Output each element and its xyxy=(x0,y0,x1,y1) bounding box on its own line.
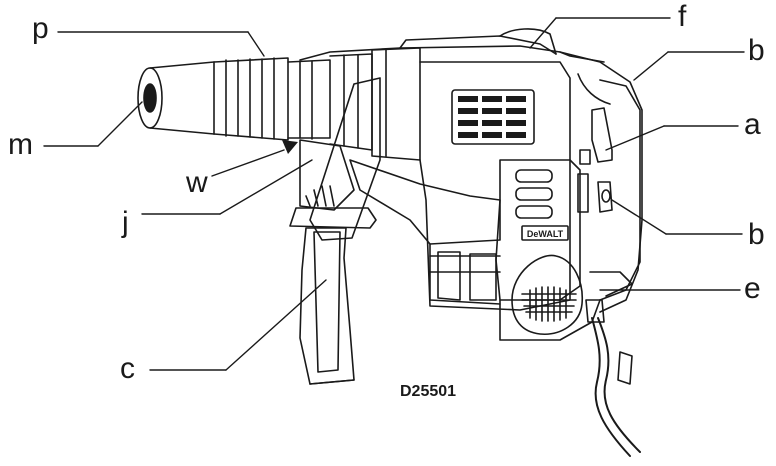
callout-p: p xyxy=(32,12,49,45)
callout-w: w xyxy=(186,166,208,199)
callout-j: j xyxy=(122,206,129,239)
vent-grille xyxy=(458,96,526,138)
callout-c: c xyxy=(120,352,135,385)
callout-m: m xyxy=(8,128,33,161)
leader-lines xyxy=(43,17,745,371)
fan-housing xyxy=(499,254,601,341)
bit-holder-sleeve xyxy=(213,53,373,151)
callout-a: a xyxy=(744,108,761,141)
side-handle xyxy=(289,77,381,385)
main-housing xyxy=(299,28,643,313)
power-cord xyxy=(585,299,641,457)
callout-b-side: b xyxy=(748,218,765,251)
chuck-nose xyxy=(137,61,215,135)
callout-f: f xyxy=(678,0,687,33)
rear-handle xyxy=(577,79,641,301)
callout-b-top: b xyxy=(748,34,765,67)
callout-e: e xyxy=(744,272,761,305)
model-code: D25501 xyxy=(400,383,457,400)
arrow-head-w xyxy=(282,140,298,154)
brand-badge: DeWALT xyxy=(521,225,569,241)
brand-badge-text: DeWALT xyxy=(527,229,564,239)
